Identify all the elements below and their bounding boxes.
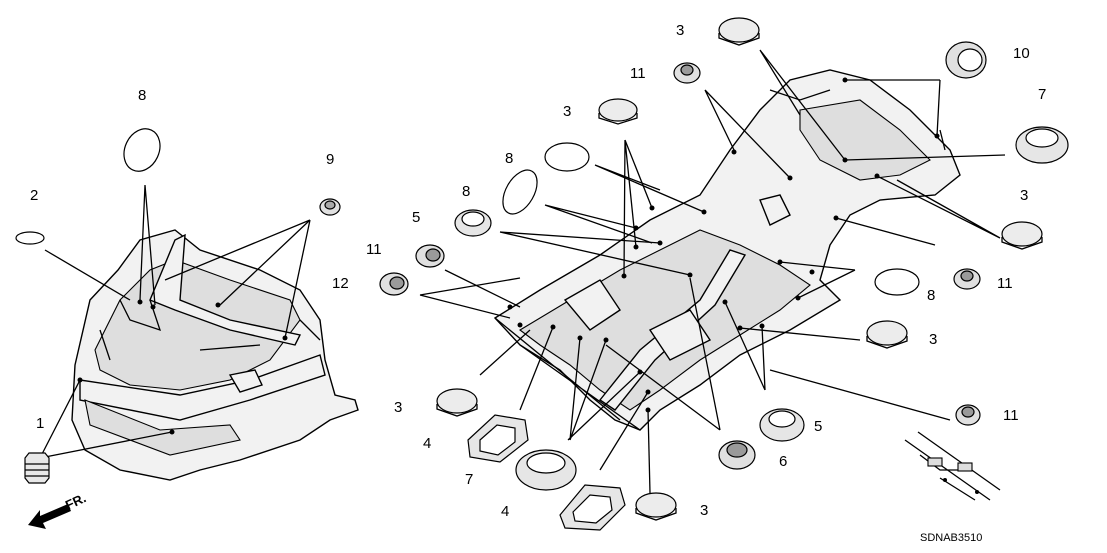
callout-11-rear: 11 xyxy=(1003,407,1019,424)
part-3-plug-right[interactable] xyxy=(1001,221,1043,250)
callout-labels: 1 2 3 3 3 3 3 3 4 4 5 5 6 7 7 8 8 8 8 9 … xyxy=(30,22,1046,520)
callout-8-right: 8 xyxy=(927,287,935,304)
body-hole xyxy=(215,302,221,308)
callout-3-mid-right: 3 xyxy=(929,331,937,348)
callout-3-left: 3 xyxy=(394,399,402,416)
callout-3-top: 3 xyxy=(676,22,684,39)
callout-9: 9 xyxy=(326,151,334,168)
leader-lines xyxy=(39,49,1006,494)
callout-3-bottom: 3 xyxy=(700,502,708,519)
part-4-pad-upper[interactable] xyxy=(467,414,529,463)
part-8-seal-mid-b[interactable] xyxy=(544,142,590,172)
part-8-seal-right[interactable] xyxy=(874,268,920,296)
part-11-grommet-left[interactable] xyxy=(415,244,445,268)
floor-pan-structure xyxy=(493,69,961,431)
callout-4-lower: 4 xyxy=(501,503,509,520)
part-4-pad-lower[interactable] xyxy=(559,484,626,531)
callout-1: 1 xyxy=(36,415,44,432)
callout-10: 10 xyxy=(1013,45,1030,62)
part-3-plug-mid-right[interactable] xyxy=(866,320,908,349)
part-9-grommet[interactable] xyxy=(319,198,341,216)
front-body-structure xyxy=(71,229,359,481)
part-7-grommet-lower[interactable] xyxy=(515,449,577,491)
part-3-plug-left[interactable] xyxy=(436,388,478,417)
part-8-seal-front[interactable] xyxy=(117,123,166,177)
part-12-grommet[interactable] xyxy=(379,272,409,296)
part-11-grommet-rear[interactable] xyxy=(955,404,981,426)
callout-8-front: 8 xyxy=(138,87,146,104)
callout-11-top: 11 xyxy=(630,65,646,82)
callout-2: 2 xyxy=(30,187,38,204)
part-7-grommet-right[interactable] xyxy=(1015,126,1069,164)
callout-11-right: 11 xyxy=(997,275,1013,292)
callout-12: 12 xyxy=(332,275,349,292)
diagram-code: SDNAB3510 xyxy=(920,532,982,544)
part-5-grommet-right[interactable] xyxy=(759,408,805,442)
callout-7-right: 7 xyxy=(1038,86,1046,103)
part-10-seal[interactable] xyxy=(945,41,987,79)
callout-11-left: 11 xyxy=(366,241,382,258)
body-hole xyxy=(150,304,156,310)
callout-3-top-left: 3 xyxy=(563,103,571,120)
callout-6: 6 xyxy=(779,453,787,470)
callout-4-upper: 4 xyxy=(423,435,431,452)
part-5-grommet-left[interactable] xyxy=(454,209,492,237)
callout-5-left: 5 xyxy=(412,209,420,226)
callout-8-mid-b: 8 xyxy=(462,183,470,200)
part-11-grommet-right[interactable] xyxy=(953,268,981,290)
part-2-seal[interactable] xyxy=(15,231,45,245)
part-11-grommet-top[interactable] xyxy=(673,62,701,84)
part-8-seal-mid-a[interactable] xyxy=(496,164,544,220)
callout-7-lower: 7 xyxy=(465,471,473,488)
part-6-grommet[interactable] xyxy=(718,440,756,470)
part-1-plug[interactable] xyxy=(24,452,50,484)
front-label: FR. xyxy=(63,490,88,512)
callout-3-right: 3 xyxy=(1020,187,1028,204)
part-3-plug-top[interactable] xyxy=(718,17,760,46)
front-direction-arrow: FR. xyxy=(28,490,88,529)
rear-corner-detail xyxy=(904,431,1001,501)
arrow-icon xyxy=(28,504,71,529)
callout-5-right: 5 xyxy=(814,418,822,435)
callout-8-mid-a: 8 xyxy=(505,150,513,167)
body-hole xyxy=(137,299,143,305)
part-3-plug-top-left[interactable] xyxy=(598,98,638,125)
part-3-plug-bottom[interactable] xyxy=(635,492,677,521)
